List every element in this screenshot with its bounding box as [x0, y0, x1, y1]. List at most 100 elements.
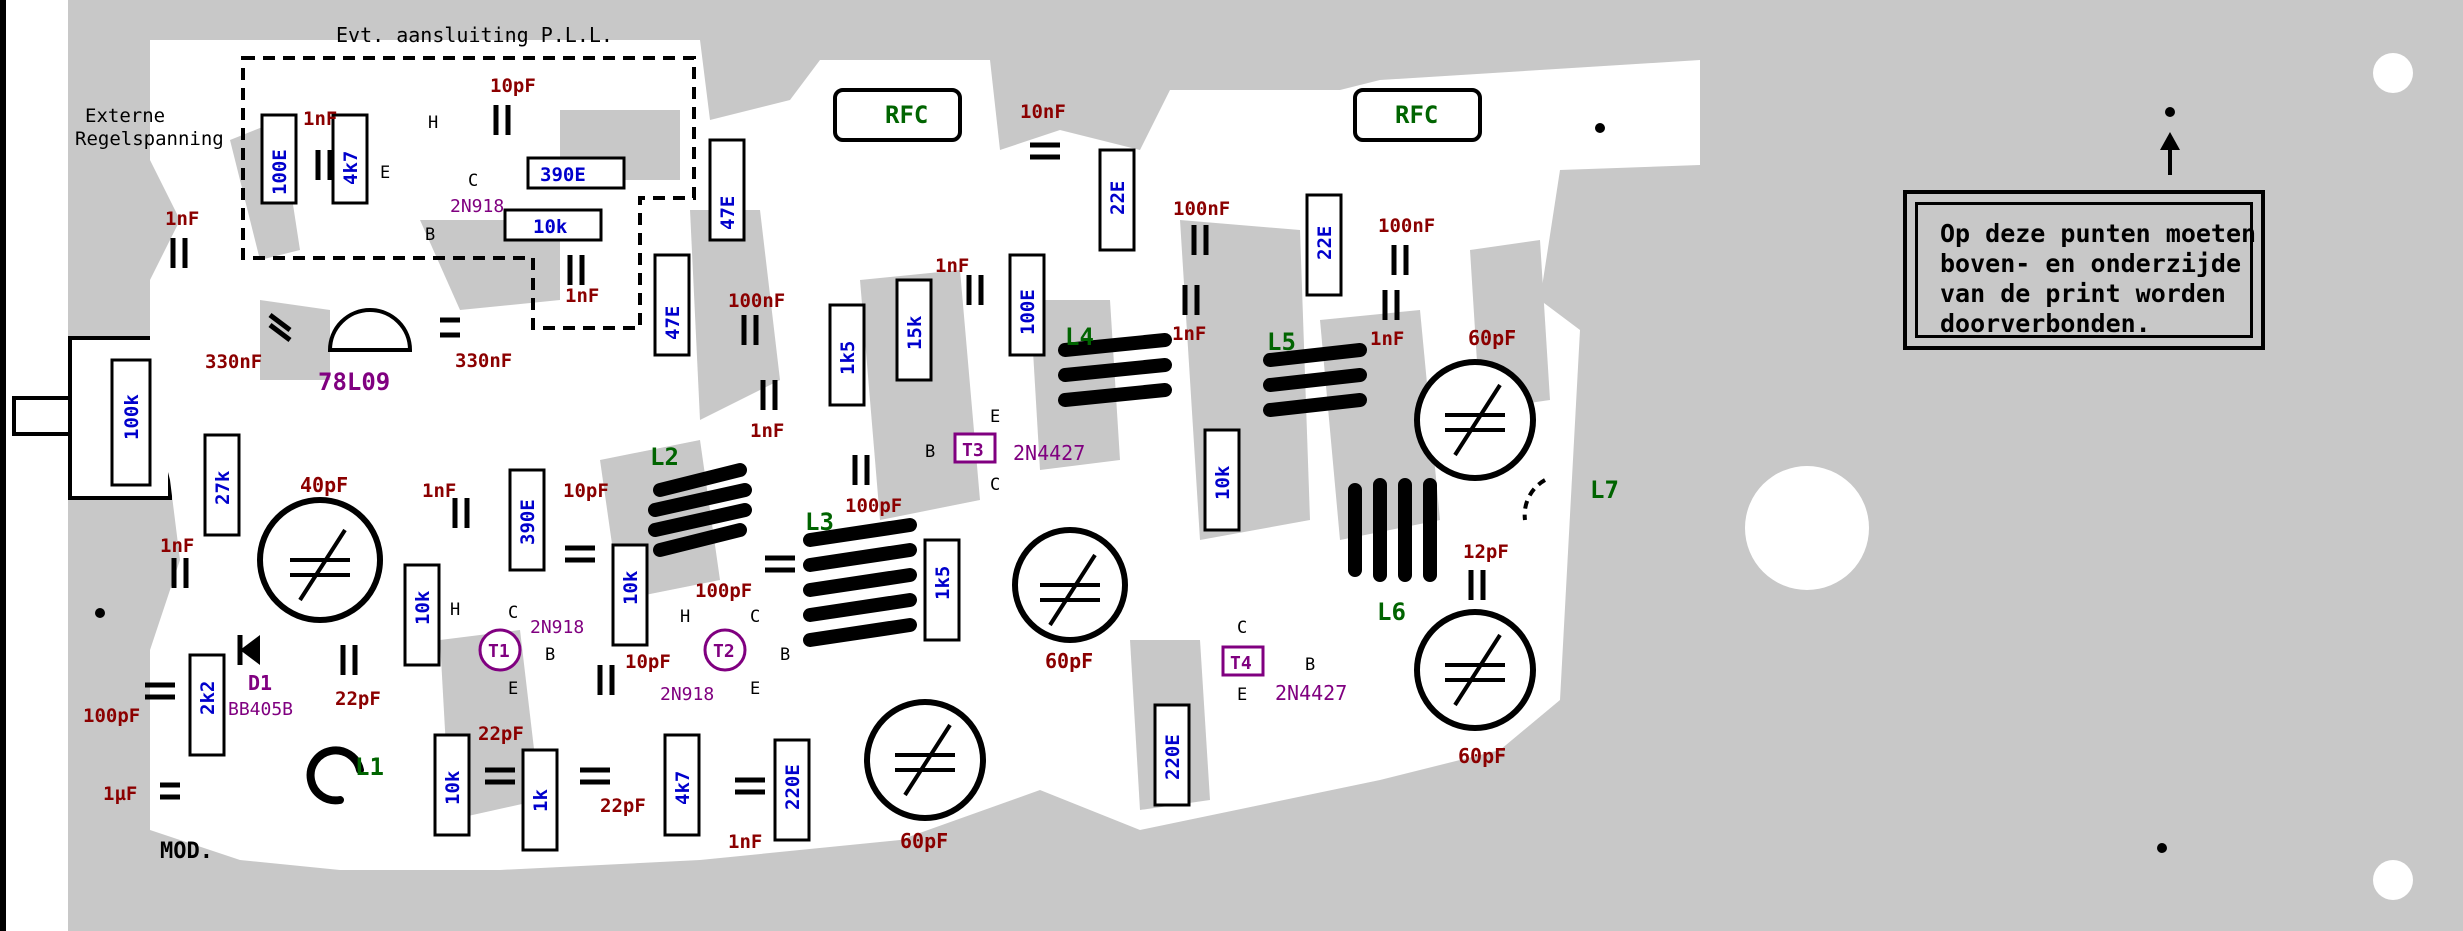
- resistor-value: 1k5: [837, 341, 859, 375]
- resistor-value: 100k: [121, 394, 143, 440]
- resistor-value: 10k: [412, 590, 434, 625]
- resistor-value: 10k: [442, 770, 464, 805]
- pin-h: H: [428, 113, 438, 133]
- pin-c: C: [990, 475, 1000, 495]
- ext-label-2: Regelspanning: [75, 128, 224, 150]
- resistor-value: 27k: [212, 470, 234, 505]
- resistor-value: 4k7: [672, 771, 694, 805]
- resistor-value: 220E: [1162, 734, 1184, 780]
- capacitor-value: 100pF: [845, 495, 902, 517]
- capacitor-value: 1nF: [728, 831, 762, 853]
- capacitor-value: 10pF: [490, 75, 536, 97]
- t1-label: T1: [488, 641, 510, 662]
- d1-label: D1: [248, 671, 272, 695]
- resistor-value: 22E: [1314, 226, 1336, 260]
- pin-e: E: [1237, 685, 1247, 705]
- capacitor-value: 1nF: [1172, 323, 1206, 345]
- t4-type: 2N4427: [1275, 681, 1347, 705]
- l6-label: L6: [1377, 598, 1406, 626]
- pin-c: C: [468, 171, 478, 191]
- rfc-label-1: RFC: [885, 101, 928, 129]
- pin-b: B: [780, 645, 790, 665]
- resistor-value: 220E: [782, 764, 804, 810]
- trimmer-value: 40pF: [300, 473, 348, 497]
- l2-label: L2: [650, 443, 679, 471]
- coils: [306, 333, 1437, 805]
- pin-c: C: [1237, 618, 1247, 638]
- pin-h: H: [680, 607, 690, 627]
- capacitor-value: 100nF: [1378, 215, 1435, 237]
- l5-label: L5: [1267, 328, 1296, 356]
- mod-label: MOD.: [160, 839, 213, 864]
- trimmer-value: 60pF: [1458, 744, 1506, 768]
- trimmer-value: 60pF: [1045, 649, 1093, 673]
- resistor-value: 47E: [717, 196, 739, 230]
- trimmer-symbols: [290, 383, 1505, 797]
- capacitor-value: 330nF: [205, 351, 262, 373]
- resistor-value: 390E: [517, 499, 539, 545]
- resistor-value: 2k2: [197, 681, 219, 715]
- pin-e: E: [750, 679, 760, 699]
- regulator-label: 78L09: [318, 368, 390, 396]
- t3-box: [953, 432, 997, 464]
- note-line: Op deze punten moeten: [1940, 219, 2257, 248]
- arrow-up-icon: [2160, 132, 2180, 175]
- ext-label-1: Externe: [85, 105, 165, 127]
- pin-e: E: [380, 163, 390, 183]
- resistor-value: 10k: [620, 570, 642, 605]
- capacitor-value: 12pF: [1463, 541, 1509, 563]
- l4-label: L4: [1065, 323, 1094, 351]
- pll-dashed-box: [241, 56, 696, 330]
- capacitor-value: 1nF: [160, 535, 194, 557]
- capacitor-value: 1nF: [1370, 328, 1404, 350]
- capacitor-value: 1nF: [303, 108, 337, 130]
- capacitor-value: 100pF: [83, 705, 140, 727]
- via-dot: [95, 608, 105, 618]
- resistor-bodies-horizontal: [503, 156, 626, 242]
- resistor-value: 390E: [540, 164, 586, 186]
- capacitor-value: 22pF: [478, 723, 524, 745]
- resistor-value: 1k: [530, 789, 552, 812]
- resistor-value: 22E: [1107, 181, 1129, 215]
- pin-b: B: [545, 645, 555, 665]
- pin-c: C: [750, 607, 760, 627]
- pin-b: B: [1305, 655, 1315, 675]
- capacitor-value: 22pF: [600, 795, 646, 817]
- note-line: van de print worden: [1940, 279, 2226, 308]
- capacitor-value: 22pF: [335, 688, 381, 710]
- capacitor-value: 10pF: [625, 651, 671, 673]
- resistor-value: 1k5: [932, 566, 954, 600]
- t3-type: 2N4427: [1013, 441, 1085, 465]
- resistor-value: 15k: [904, 315, 926, 350]
- t3-label: T3: [962, 440, 984, 461]
- trimmer-value: 60pF: [900, 829, 948, 853]
- via-dot: [2165, 107, 2175, 117]
- resistor-value: 47E: [662, 306, 684, 340]
- pin-e: E: [990, 407, 1000, 427]
- capacitor-value: 100pF: [695, 580, 752, 602]
- t-pll-type: 2N918: [450, 196, 504, 217]
- l1-label: L1: [355, 753, 384, 781]
- note-line: doorverbonden.: [1940, 309, 2151, 338]
- trimmer-value: 60pF: [1468, 326, 1516, 350]
- capacitor-value: 1µF: [103, 783, 137, 805]
- capacitor-value: 100nF: [728, 290, 785, 312]
- resistor-value: 4k7: [340, 151, 362, 185]
- resistor-value: 10k: [533, 216, 568, 238]
- resistor-value: 10k: [1212, 465, 1234, 500]
- capacitor-value: 1nF: [565, 285, 599, 307]
- pin-b: B: [425, 225, 435, 245]
- via-dot: [1595, 123, 1605, 133]
- pll-label: Evt. aansluiting P.L.L.: [336, 23, 613, 47]
- via-note-box: Op deze punten moeten boven- en onderzij…: [1903, 190, 2265, 350]
- capacitor-value: 330nF: [455, 350, 512, 372]
- capacitor-symbols: [145, 105, 1486, 800]
- rfc-chokes: [833, 88, 1482, 142]
- rfc-label-2: RFC: [1395, 101, 1438, 129]
- resistor-value: 100E: [1017, 289, 1039, 335]
- t2-label: T2: [713, 641, 735, 662]
- capacitor-value: 1nF: [422, 480, 456, 502]
- pin-c: C: [508, 603, 518, 623]
- capacitor-value: 1nF: [935, 255, 969, 277]
